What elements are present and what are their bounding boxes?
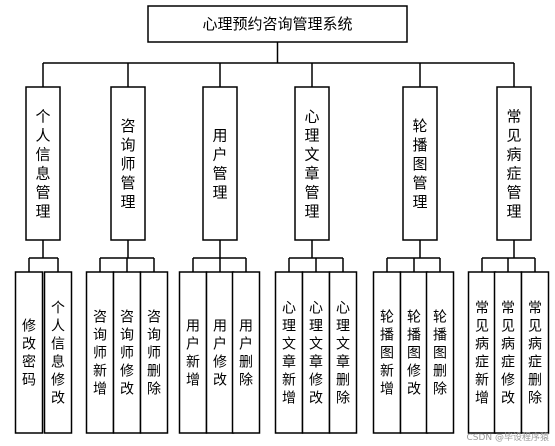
- chart-nodes: 心理预约咨询管理系统 个人信息管理修改密码个人信息修改咨询师管理咨询师新增咨询师…: [14, 5, 550, 434]
- leaf-node: 咨询师删除: [139, 271, 169, 434]
- leaf-box: [493, 271, 523, 434]
- leaf-box: [14, 271, 44, 434]
- root-node: 心理预约咨询管理系统: [147, 5, 408, 43]
- leaf-node: 咨询师修改: [112, 271, 142, 434]
- module-node: 用户管理: [202, 86, 238, 241]
- module-label: 心理文章管理: [304, 108, 319, 221]
- leaf-label: 心理文章删除: [336, 301, 350, 407]
- leaf-box: [43, 271, 73, 434]
- module-box: [402, 86, 438, 241]
- leaf-label: 用户新增: [186, 319, 200, 389]
- module-node: 常见病症管理: [496, 86, 532, 241]
- module-box: [496, 86, 532, 241]
- leaf-node: 用户新增: [178, 271, 208, 434]
- leaf-label: 咨询师新增: [93, 310, 107, 398]
- leaf-label: 常见病症删除: [528, 301, 542, 407]
- leaf-node: 用户删除: [231, 271, 261, 434]
- root-box: [147, 5, 408, 43]
- leaf-label: 常见病症新增: [475, 301, 489, 407]
- module-label: 个人信息管理: [35, 108, 50, 221]
- connector-lines: [28, 42, 536, 272]
- module-label: 轮播图管理: [412, 117, 427, 211]
- leaf-node: 个人信息修改: [43, 271, 73, 434]
- leaf-box: [520, 271, 550, 434]
- module-label: 咨询师管理: [120, 117, 135, 211]
- leaf-node: 用户修改: [205, 271, 235, 434]
- leaf-label: 咨询师删除: [147, 310, 161, 398]
- leaf-box: [274, 271, 304, 434]
- leaf-box: [301, 271, 331, 434]
- leaf-label: 咨询师修改: [120, 310, 134, 398]
- root-label: 心理预约咨询管理系统: [202, 15, 352, 33]
- leaf-box: [425, 271, 455, 434]
- module-node: 咨询师管理: [110, 86, 146, 241]
- leaf-label: 轮播图新增: [380, 310, 394, 398]
- leaf-label: 心理文章新增: [282, 301, 296, 407]
- module-node: 轮播图管理: [402, 86, 438, 241]
- leaf-node: 轮播图删除: [425, 271, 455, 434]
- module-node: 心理文章管理: [294, 86, 330, 241]
- leaf-label: 常见病症修改: [501, 301, 515, 407]
- module-box: [202, 86, 238, 241]
- leaf-label: 个人信息修改: [51, 301, 65, 407]
- leaf-label: 心理文章修改: [309, 301, 323, 407]
- module-node: 个人信息管理: [25, 86, 61, 241]
- leaf-node: 心理文章删除: [328, 271, 358, 434]
- leaf-box: [231, 271, 261, 434]
- leaf-label: 轮播图修改: [407, 310, 421, 398]
- leaf-node: 心理文章修改: [301, 271, 331, 434]
- leaf-node: 轮播图新增: [372, 271, 402, 434]
- module-label: 常见病症管理: [506, 108, 521, 221]
- leaf-node: 常见病症删除: [520, 271, 550, 434]
- leaf-node: 修改密码: [14, 271, 44, 434]
- leaf-label: 用户删除: [239, 319, 253, 389]
- module-box: [25, 86, 61, 241]
- leaf-node: 常见病症新增: [467, 271, 497, 434]
- module-box: [294, 86, 330, 241]
- leaf-box: [328, 271, 358, 434]
- leaf-node: 咨询师新增: [85, 271, 115, 434]
- leaf-box: [205, 271, 235, 434]
- watermark-text: CSDN @毕设程序猿: [466, 431, 549, 443]
- module-label: 用户管理: [212, 127, 227, 202]
- leaf-box: [467, 271, 497, 434]
- leaf-node: 心理文章新增: [274, 271, 304, 434]
- leaf-box: [139, 271, 169, 434]
- module-box: [110, 86, 146, 241]
- leaf-label: 轮播图删除: [433, 310, 447, 398]
- leaf-node: 常见病症修改: [493, 271, 523, 434]
- leaf-node: 轮播图修改: [399, 271, 429, 434]
- leaf-box: [178, 271, 208, 434]
- leaf-label: 修改密码: [22, 319, 36, 389]
- leaf-label: 用户修改: [213, 319, 227, 389]
